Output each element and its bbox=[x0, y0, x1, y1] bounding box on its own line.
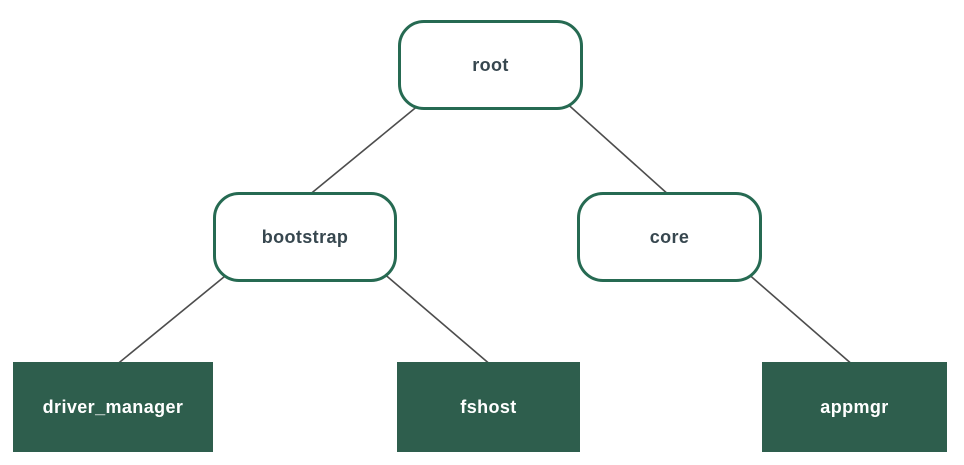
edge-bootstrap-driver-manager bbox=[114, 271, 231, 367]
node-root-label: root bbox=[472, 54, 509, 75]
edge-root-bootstrap bbox=[307, 99, 426, 197]
node-driver-manager: driver_manager bbox=[13, 362, 213, 452]
node-core-label: core bbox=[649, 226, 690, 247]
node-bootstrap-label: bootstrap bbox=[261, 226, 349, 247]
node-driver-manager-label: driver_manager bbox=[42, 396, 184, 417]
node-appmgr: appmgr bbox=[762, 362, 947, 452]
node-appmgr-label: appmgr bbox=[820, 396, 889, 417]
node-fshost-label: fshost bbox=[460, 396, 517, 417]
node-fshost: fshost bbox=[397, 362, 580, 452]
node-root: root bbox=[398, 20, 583, 110]
node-bootstrap: bootstrap bbox=[213, 192, 397, 282]
node-core: core bbox=[577, 192, 762, 282]
edge-core-appmgr bbox=[745, 271, 855, 367]
edge-bootstrap-fshost bbox=[381, 271, 493, 367]
edge-root-core bbox=[562, 99, 671, 197]
